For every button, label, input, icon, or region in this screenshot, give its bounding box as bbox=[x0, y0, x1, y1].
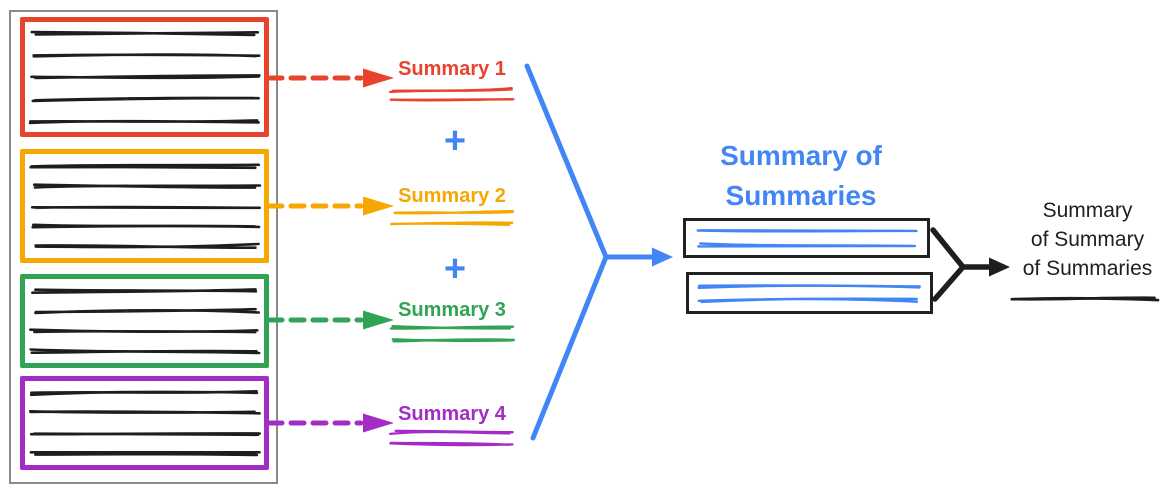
merge-arrow bbox=[524, 63, 673, 441]
document-box-1 bbox=[20, 17, 269, 137]
document-box-2 bbox=[20, 149, 269, 263]
dashed-arrow-4 bbox=[266, 413, 394, 433]
summary-2-scribble bbox=[390, 209, 514, 227]
document-box-4 bbox=[20, 376, 269, 470]
combined-summary-title: Summary of Summaries bbox=[695, 136, 907, 216]
dashed-arrow-1 bbox=[266, 68, 394, 88]
final-label-line-3: of Summaries bbox=[1022, 257, 1153, 280]
document-text-scribble bbox=[28, 30, 261, 125]
combined-title-line-2: Summaries bbox=[725, 180, 877, 211]
summary-1-scribble bbox=[389, 87, 515, 102]
final-summary-label: Summary of Summary of Summaries bbox=[1000, 196, 1170, 283]
document-text-scribble bbox=[28, 163, 261, 250]
final-label-line-1: Summary bbox=[1042, 199, 1133, 222]
dashed-arrow-3 bbox=[266, 310, 394, 330]
summary-3-label: Summary 3 bbox=[398, 299, 506, 321]
document-text-scribble bbox=[28, 390, 261, 457]
summary-3-scribble bbox=[389, 325, 516, 343]
final-summary-scribble bbox=[1010, 296, 1160, 302]
summary-4-label: Summary 4 bbox=[398, 403, 506, 425]
combined-summary-box-2 bbox=[686, 272, 933, 314]
final-merge-arrow bbox=[930, 227, 1010, 302]
combined-summary-scribble bbox=[697, 284, 921, 304]
document-box-3 bbox=[20, 274, 269, 368]
combined-summary-scribble bbox=[696, 229, 918, 248]
dashed-arrow-2 bbox=[266, 196, 394, 216]
plus-sign-1: + bbox=[443, 120, 467, 162]
combined-summary-box-1 bbox=[683, 218, 930, 258]
summary-4-scribble bbox=[388, 429, 514, 447]
combined-title-line-1: Summary of bbox=[720, 140, 882, 171]
summary-1-label: Summary 1 bbox=[398, 58, 506, 80]
final-label-line-2: of Summary bbox=[1030, 228, 1145, 251]
plus-sign-2: + bbox=[443, 248, 467, 290]
summary-2-label: Summary 2 bbox=[398, 185, 506, 207]
document-text-scribble bbox=[28, 288, 260, 355]
